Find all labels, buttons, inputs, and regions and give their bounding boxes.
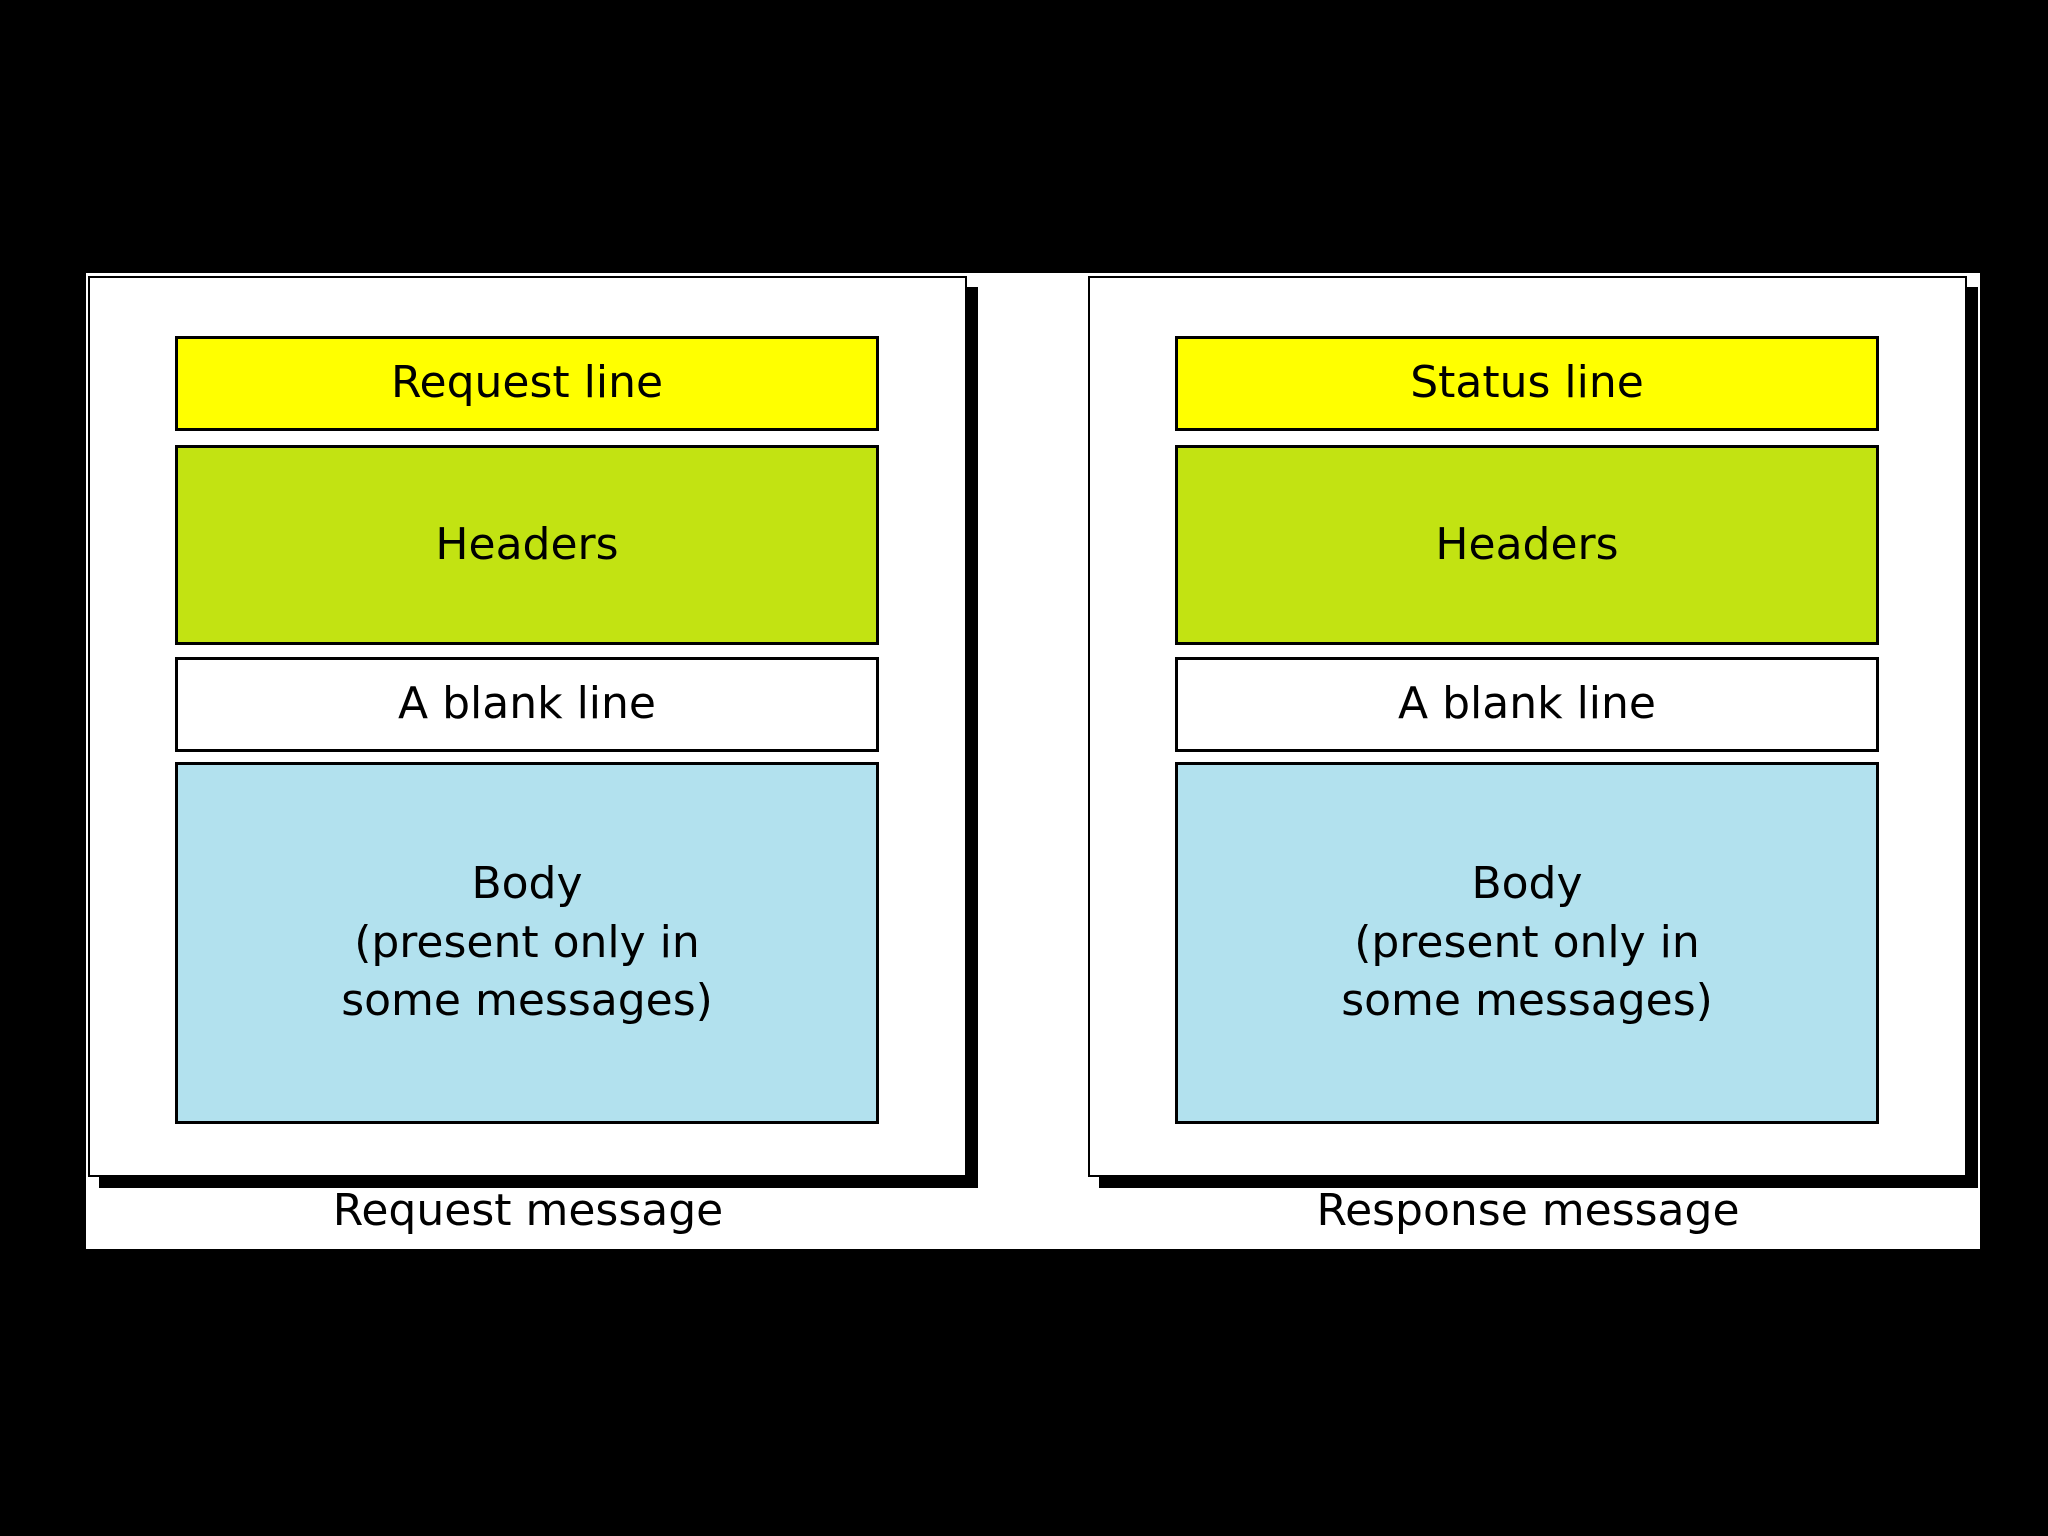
request-headers-block: Headers: [175, 445, 879, 645]
status-line-block: Status line: [1175, 336, 1879, 431]
response-message-panel: Status line Headers A blank line Body (p…: [1088, 276, 1967, 1177]
response-body-block: Body (present only in some messages): [1175, 762, 1879, 1124]
request-line-block: Request line: [175, 336, 879, 431]
response-message-caption: Response message: [1316, 1185, 1740, 1236]
response-blank-line-block: A blank line: [1175, 657, 1879, 752]
request-body-block: Body (present only in some messages): [175, 762, 879, 1124]
response-headers-block: Headers: [1175, 445, 1879, 645]
request-message-caption: Request message: [332, 1185, 724, 1236]
request-message-panel: Request line Headers A blank line Body (…: [88, 276, 967, 1177]
diagram-canvas: Request line Headers A blank line Body (…: [86, 273, 1980, 1249]
request-blank-line-block: A blank line: [175, 657, 879, 752]
